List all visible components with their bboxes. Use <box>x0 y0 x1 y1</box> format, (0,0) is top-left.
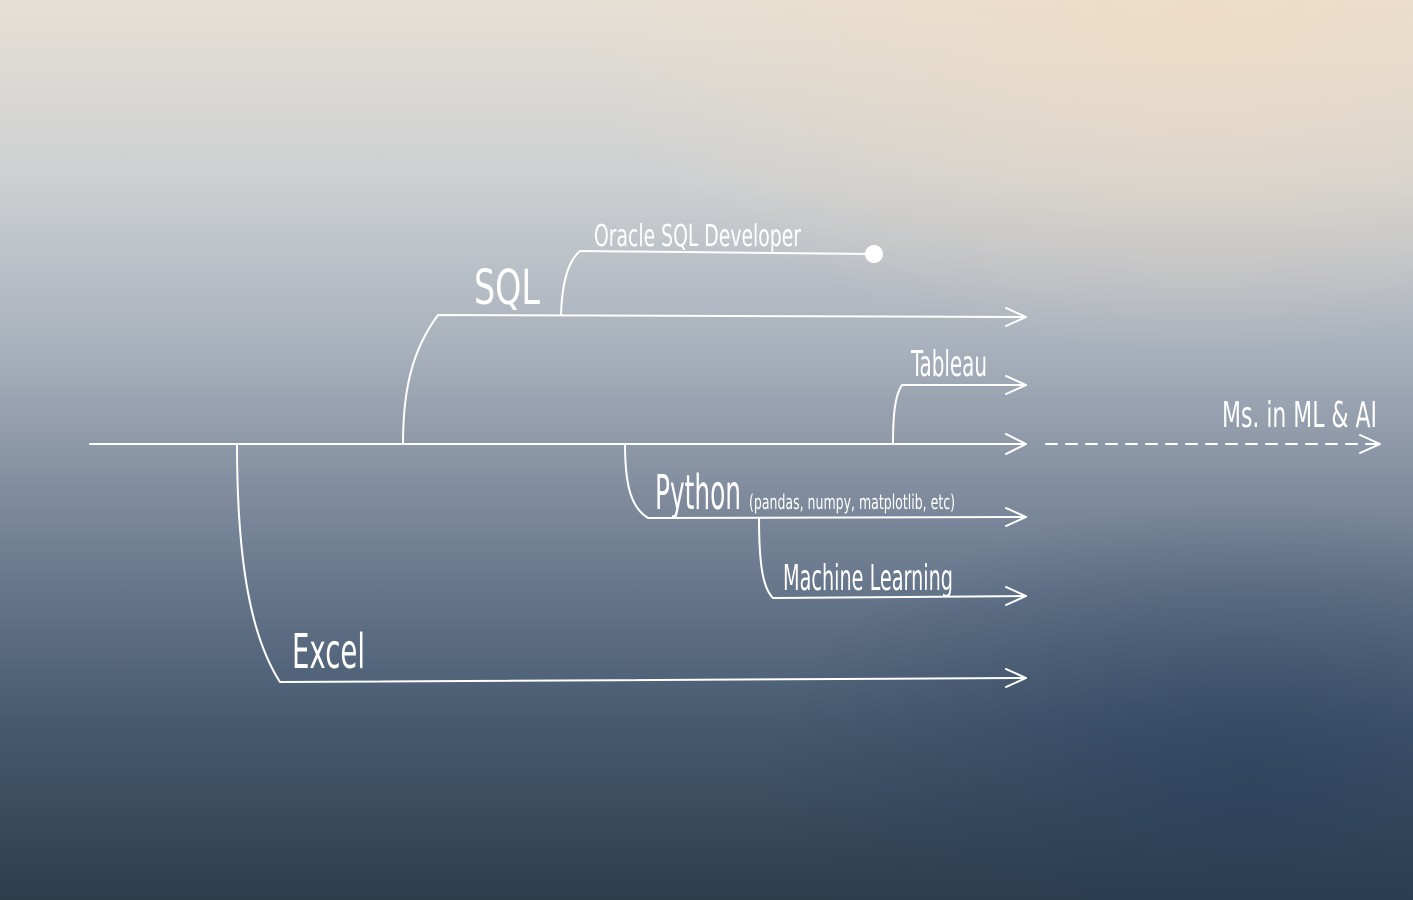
tableau-label: Tableau <box>910 344 987 385</box>
oracle-end-dot <box>865 245 883 263</box>
sql-label: SQL <box>474 260 540 316</box>
excel-label: Excel <box>292 624 365 680</box>
ml-label: Machine Learning <box>783 558 953 599</box>
sql-branch <box>402 307 1027 445</box>
python-libraries-note: (pandas, numpy, matplotlib, etc) <box>749 490 955 514</box>
future-dashed-arrow <box>1045 434 1381 454</box>
tableau-branch <box>892 375 1027 445</box>
ml-branch <box>758 517 1027 606</box>
oracle-label: Oracle SQL Developer <box>594 219 802 254</box>
python-label: Python <box>655 465 741 521</box>
oracle-branch <box>560 245 883 316</box>
goal-label: Ms. in ML & AI <box>1222 395 1377 436</box>
excel-branch <box>236 443 1027 688</box>
main-timeline <box>89 433 1027 455</box>
python-branch <box>624 443 1027 527</box>
